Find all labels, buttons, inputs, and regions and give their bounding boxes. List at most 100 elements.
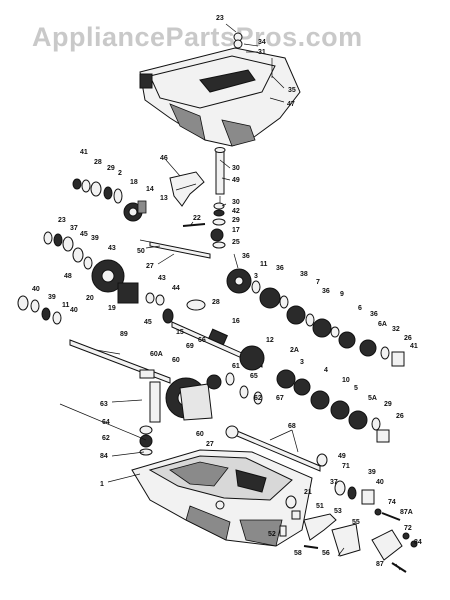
callout-58: 58 — [294, 550, 302, 557]
callout-40: 40 — [32, 286, 40, 293]
callout-66: 66 — [198, 337, 206, 344]
callout-3b: 3 — [300, 359, 304, 366]
callout-71: 71 — [342, 463, 350, 470]
lower-right-bushings — [316, 453, 375, 505]
leader-lines — [59, 23, 401, 571]
callout-89: 89 — [120, 331, 128, 338]
callout-60b: 60 — [196, 431, 204, 438]
callout-20: 20 — [86, 295, 94, 302]
callout-62b: 62 — [102, 435, 110, 442]
callout-32: 32 — [392, 326, 400, 333]
callout-36c: 36 — [322, 288, 330, 295]
callout-labels: 23 34 31 35 47 41 28 29 2 18 14 13 46 30… — [32, 15, 422, 568]
callout-47: 47 — [287, 101, 295, 108]
callout-27: 27 — [146, 263, 154, 270]
shift-linkage — [279, 495, 418, 573]
callout-36: 36 — [242, 253, 250, 260]
callout-4: 4 — [324, 367, 328, 374]
callout-26b: 26 — [396, 413, 404, 420]
lower-housing — [131, 449, 313, 547]
callout-52: 52 — [268, 531, 276, 538]
callout-63: 63 — [100, 401, 108, 408]
callout-39b: 39 — [48, 294, 56, 301]
callout-29: 29 — [107, 165, 115, 172]
callout-11: 11 — [260, 261, 268, 268]
watermark-text: AppliancePartsPros.com — [32, 22, 363, 52]
callout-60a: 60A — [150, 351, 163, 358]
differential-69 — [139, 369, 213, 456]
callout-74: 74 — [388, 499, 396, 506]
callout-55: 55 — [352, 519, 360, 526]
callout-40c: 40 — [376, 479, 384, 486]
callout-45: 45 — [80, 231, 88, 238]
callout-46: 46 — [160, 155, 168, 162]
callout-5: 5 — [354, 385, 358, 392]
callout-6a: 6A — [378, 321, 387, 328]
callout-84: 84 — [100, 453, 108, 460]
vertical-shaft-49 — [214, 147, 226, 206]
callout-2: 2 — [118, 170, 122, 177]
callout-16: 16 — [232, 318, 240, 325]
callout-14: 14 — [146, 186, 154, 193]
shaft-68 — [225, 425, 321, 472]
shaft-89 — [69, 339, 171, 384]
callout-2a: 2A — [290, 347, 299, 354]
callout-48: 48 — [64, 273, 72, 280]
callout-23b: 23 — [58, 217, 66, 224]
callout-6: 6 — [358, 305, 362, 312]
callout-41b: 41 — [410, 343, 418, 350]
callout-61: 61 — [232, 363, 240, 370]
callout-30b: 30 — [232, 199, 240, 206]
callout-12: 12 — [266, 337, 274, 344]
callout-18: 18 — [130, 179, 138, 186]
callout-9: 9 — [340, 291, 344, 298]
callout-29b: 29 — [232, 217, 240, 224]
left-gear-cluster — [43, 231, 125, 293]
callout-38: 38 — [300, 271, 308, 278]
callout-36b: 36 — [276, 265, 284, 272]
callout-15: 15 — [176, 329, 184, 336]
callout-31: 31 — [258, 49, 266, 56]
callout-50: 50 — [137, 248, 145, 255]
callout-25: 25 — [232, 239, 240, 246]
center-washer-stack — [210, 202, 226, 249]
callout-37b: 37 — [330, 479, 338, 486]
callout-37: 37 — [70, 225, 78, 232]
callout-27b: 27 — [206, 441, 214, 448]
pin-22 — [182, 223, 206, 227]
callout-68: 68 — [288, 423, 296, 430]
callout-35: 35 — [288, 87, 296, 94]
callout-19: 19 — [108, 305, 116, 312]
callout-40b: 40 — [70, 307, 78, 314]
callout-34: 34 — [258, 39, 266, 46]
callout-39: 39 — [91, 235, 99, 242]
callout-72: 72 — [404, 525, 412, 532]
callout-28b: 28 — [212, 299, 220, 306]
lower-right-gear-train — [206, 345, 390, 443]
callout-53: 53 — [334, 508, 342, 515]
callout-65: 65 — [250, 373, 258, 380]
upper-housing — [139, 32, 301, 147]
callout-17: 17 — [232, 227, 240, 234]
callout-10: 10 — [342, 377, 350, 384]
upper-left-bearing-stack — [72, 178, 147, 222]
callout-64: 64 — [102, 419, 110, 426]
callout-13: 13 — [160, 195, 168, 202]
callout-39c: 39 — [368, 469, 376, 476]
callout-43: 43 — [108, 245, 116, 252]
left-bearing-row — [17, 295, 62, 325]
right-gear-train — [226, 268, 405, 367]
callout-28: 28 — [94, 159, 102, 166]
callout-21: 21 — [304, 489, 312, 496]
callout-5a: 5A — [368, 395, 377, 402]
callout-56: 56 — [322, 550, 330, 557]
callout-49: 49 — [232, 177, 240, 184]
callout-49b: 49 — [338, 453, 346, 460]
callout-45b: 45 — [144, 319, 152, 326]
callout-11b: 11 — [62, 302, 70, 309]
callout-67: 67 — [276, 395, 284, 402]
callout-7: 7 — [316, 279, 320, 286]
callout-62a: 62 — [254, 395, 262, 402]
callout-42: 42 — [232, 208, 240, 215]
